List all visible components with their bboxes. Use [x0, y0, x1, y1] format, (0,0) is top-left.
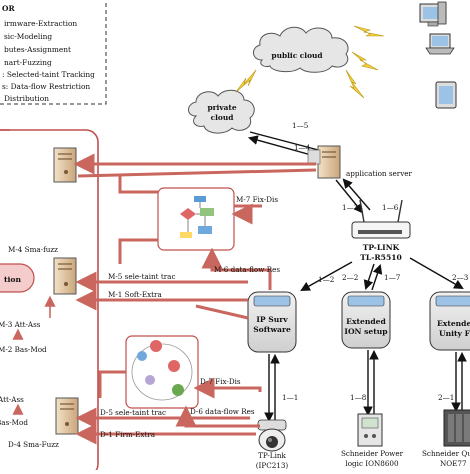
- private-cloud: private cloud: [188, 89, 255, 134]
- station-node: tion: [0, 263, 35, 293]
- ion-setup-label-1: Extended: [346, 317, 386, 326]
- d4-label: D-4 Sma-Fuzz: [8, 440, 59, 449]
- power-meter-icon: [357, 413, 383, 447]
- fix-dis-flowchart-box-top: [157, 187, 235, 251]
- tplink-camera-label-1: TP-Link: [258, 451, 286, 460]
- ip-camera-icon: [257, 419, 287, 452]
- lightning-icon: [235, 69, 257, 93]
- application-server: application server: [307, 145, 413, 179]
- laptop-icon: [425, 33, 455, 55]
- station-label: tion: [4, 275, 21, 284]
- legend-item-2: sic-Modeling: [4, 32, 52, 41]
- arrow-m6: [201, 247, 272, 290]
- server-icon-bottom: [55, 397, 79, 435]
- unity-label-1: Extende: [437, 319, 470, 328]
- router-links: 1—2 2—2 1—7 2—3: [300, 257, 469, 292]
- public-cloud: public cloud: [253, 26, 349, 73]
- legend-item-7: Distribution: [4, 94, 49, 103]
- plc-module-icon: [443, 409, 470, 447]
- unity-label-2: Unity F: [439, 329, 470, 338]
- link-label-1-3: 1—3: [342, 203, 359, 212]
- link-label-2-1: 2—1: [438, 393, 454, 402]
- public-cloud-label: public cloud: [271, 51, 322, 60]
- router-label-2: TL-R5510: [360, 253, 402, 262]
- link-label-1-6: 1—6: [382, 203, 399, 212]
- d-series-arrows: [75, 370, 262, 445]
- tablet-icon: [435, 81, 457, 109]
- ip-surv-label-2: Software: [253, 325, 291, 334]
- legend-box: OR irmware-Extraction sic-Modeling butes…: [0, 0, 107, 105]
- schneider-ion-label-2: logic ION8600: [345, 459, 399, 468]
- schneider-quantum-label-1: Schneider Qu: [422, 449, 470, 458]
- router-label-1: TP-LINK: [363, 243, 400, 252]
- m4-label: M-4 Sma-fuzz: [8, 245, 58, 254]
- d5-label: D-5 sele-taint trac: [100, 408, 166, 417]
- arrow-flowbox-bottom-link: [98, 370, 126, 398]
- private-cloud-label-1: private: [207, 103, 236, 112]
- legend-item-4: nart-Fuzzing: [4, 58, 52, 67]
- legend-item-5: : Selected-taint Tracking: [2, 70, 95, 79]
- d3-label: Att-Ass: [0, 395, 24, 404]
- d7-label: D-7 Fix-Dis: [200, 377, 241, 386]
- lightning-icon: [351, 51, 379, 71]
- legend-item-6: s: Data-flow Restriction: [2, 82, 90, 91]
- m1-label: M-1 Soft-Extra: [108, 290, 162, 299]
- link-label-1-8: 1—8: [350, 393, 367, 402]
- lightning-icon: [353, 25, 385, 37]
- desktop-computer-icon: [419, 1, 447, 27]
- schneider-quantum-label-2: NOE77: [440, 459, 467, 468]
- d1-label: D-1 Firm-Extra: [100, 430, 156, 439]
- link-label-1-2: 1—2: [318, 275, 334, 284]
- m3-label: M-3 Att-Ass: [0, 320, 41, 329]
- wireless-bolt-icons: [235, 25, 385, 99]
- m2-label: M-2 Bas-Mod: [0, 345, 47, 354]
- m-series-arrows: [73, 153, 317, 320]
- extended-ion-setup-device: Extended ION setup: [341, 291, 391, 349]
- m5-label: M-5 sele-taint trac: [108, 272, 175, 281]
- m7-label: M-7 Fix-Dis: [236, 195, 278, 204]
- arrow-server-to-app: [77, 168, 317, 178]
- router: TP-LINK TL-R5510: [351, 199, 411, 262]
- arrow-d7: [193, 377, 262, 399]
- m6-label: M-6 data-flow Res: [214, 265, 280, 274]
- link-label-2-2: 2—2: [342, 273, 358, 282]
- lightning-icon: [345, 69, 365, 99]
- link-label-1-7: 1—7: [384, 273, 401, 282]
- schneider-ion-label-1: Schneider Power: [341, 449, 404, 458]
- extended-unity-device: Extende Unity F: [429, 291, 470, 351]
- link-app-router: 1—3 1—6: [335, 178, 399, 214]
- link-label-1-5: 1—5: [292, 121, 309, 130]
- fix-dis-flowchart-box-bottom: [125, 335, 199, 409]
- d2-label: Bas-Mod: [0, 418, 28, 427]
- link-label-1-1: 1—1: [282, 393, 298, 402]
- arrow-m1-tail: [195, 304, 249, 320]
- arrow-flowbox-down: [118, 238, 158, 264]
- server-icon-top: [53, 147, 77, 183]
- legend-title: OR: [2, 4, 15, 13]
- left-panel-inner-arrows: [12, 295, 56, 415]
- application-server-label: application server: [346, 169, 413, 178]
- legend-item-3: butes-Assignment: [4, 45, 71, 54]
- link-label-1-4: 1—4: [294, 143, 311, 152]
- tplink-camera-label-2: (IPC213): [256, 461, 289, 470]
- ip-surv-label-1: IP Surv: [256, 315, 288, 324]
- ip-surv-software-device: IP Surv Software: [247, 291, 297, 353]
- legend-item-1: irmware-Extraction: [4, 19, 77, 28]
- arrow-server-to-flowbox: [118, 176, 158, 194]
- device-down-links: 1—1 1—8 2—1: [264, 349, 467, 423]
- d6-label: D-6 data-flow Res: [190, 407, 255, 416]
- link-label-2-3: 2—3: [452, 273, 469, 282]
- server-icon-middle: [53, 257, 77, 295]
- ion-setup-label-2: ION setup: [344, 327, 387, 336]
- arrow-d6: [175, 405, 260, 428]
- private-cloud-label-2: cloud: [211, 113, 234, 122]
